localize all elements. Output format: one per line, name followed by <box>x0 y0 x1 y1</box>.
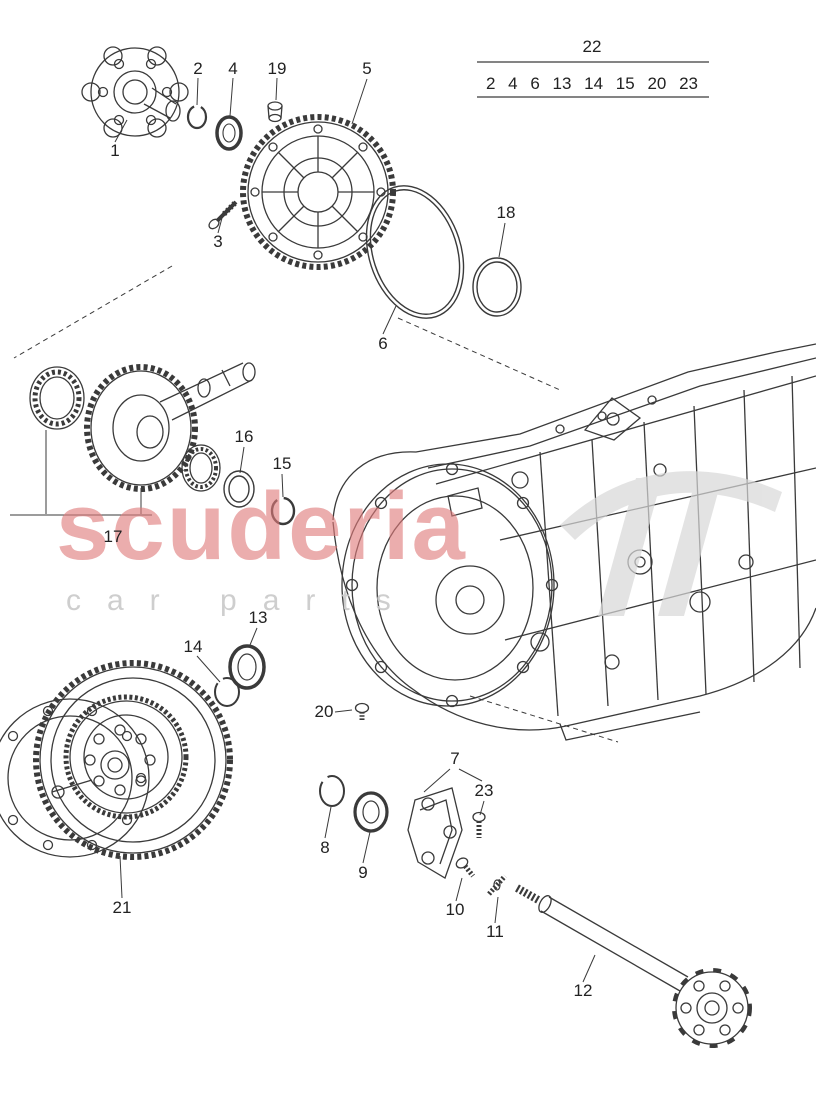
callout-20: 20 <box>314 702 334 721</box>
callout-3: 3 <box>213 232 223 251</box>
callout-23: 23 <box>474 781 494 800</box>
part-2-circlip <box>186 104 208 130</box>
callout-13: 13 <box>248 608 268 627</box>
part-12-drive-shaft <box>515 884 752 1048</box>
part-6-gasket-ring <box>365 185 465 319</box>
leader-lines <box>10 77 596 983</box>
callout-10: 10 <box>445 900 465 919</box>
part-20-screw <box>354 702 370 721</box>
callout-8: 8 <box>320 838 330 857</box>
part-1-output-flange <box>81 46 189 138</box>
group-header-rules <box>477 61 709 98</box>
part-7-bracket <box>407 787 463 879</box>
callout-19: 19 <box>267 59 287 78</box>
callout-18: 18 <box>496 203 516 222</box>
part-17-gear-set <box>29 362 256 492</box>
part-15-snap-ring <box>270 496 296 526</box>
callout-15: 15 <box>272 454 292 473</box>
part-23-bolt <box>472 811 486 838</box>
part-9-bearing <box>353 791 389 833</box>
group-22-number: 22 <box>582 37 602 56</box>
part-16-ring <box>223 470 255 508</box>
part-11-stud <box>487 874 507 896</box>
callout-7: 7 <box>450 749 460 768</box>
callout-9: 9 <box>358 863 368 882</box>
callout-11: 11 <box>486 922 504 941</box>
part-3-bolt <box>208 200 238 230</box>
part-8-circlip <box>319 775 345 807</box>
transmission-housing <box>332 343 816 741</box>
part-13-shaft-seal <box>228 644 266 690</box>
part-14-circlip <box>214 677 240 707</box>
group-22-contents: 2 4 6 13 14 15 20 23 <box>486 74 698 93</box>
callout-14: 14 <box>183 637 203 656</box>
part-10-plug <box>455 857 475 878</box>
callout-1: 1 <box>110 141 120 160</box>
watermark-emblem <box>560 471 782 616</box>
callout-21: 21 <box>112 898 132 917</box>
callout-16: 16 <box>234 427 254 446</box>
callout-2: 2 <box>193 59 203 78</box>
part-4-seal-ring <box>215 115 243 151</box>
part-21-torque-converter <box>0 660 233 860</box>
part-19-plug <box>267 101 283 123</box>
callout-17: 17 <box>103 527 123 546</box>
part-18-o-ring <box>472 257 522 317</box>
callout-4: 4 <box>228 59 238 78</box>
callout-5: 5 <box>362 59 372 78</box>
callout-12: 12 <box>573 981 593 1000</box>
callout-6: 6 <box>378 334 388 353</box>
